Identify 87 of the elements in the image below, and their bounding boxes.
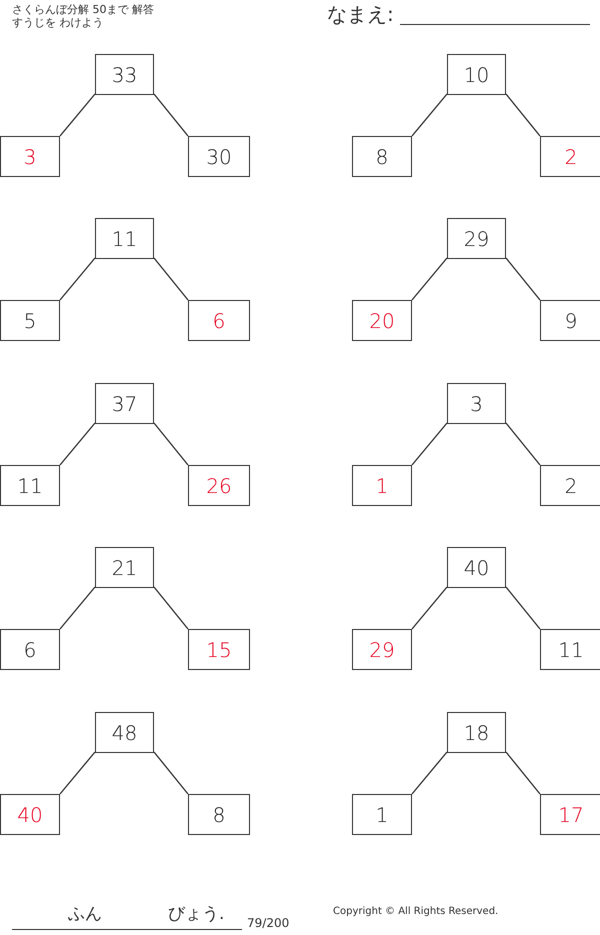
label-text: ふん — [68, 905, 102, 924]
number: 33 — [112, 62, 138, 86]
number-box — [95, 547, 154, 588]
answer-number: 2 — [564, 144, 578, 168]
branch-line — [412, 422, 448, 466]
number: 11 — [558, 638, 584, 662]
answer-number: 40 — [17, 802, 43, 826]
branch-line — [506, 422, 540, 466]
number-box — [540, 794, 600, 835]
number-box — [447, 712, 506, 753]
answer-number: 20 — [369, 308, 395, 332]
number: 8 — [376, 144, 388, 168]
branch-line — [60, 94, 96, 136]
label-text: 79/200 — [247, 917, 290, 930]
number-box — [188, 465, 250, 506]
number: 3 — [470, 392, 483, 416]
number-box — [540, 629, 600, 670]
number: 5 — [24, 308, 36, 332]
label-text: すうじを わけよう — [12, 17, 104, 30]
branch-line — [60, 752, 96, 794]
number-box — [352, 300, 412, 341]
answer-number: 3 — [24, 144, 36, 168]
label-text: なまえ: — [327, 3, 394, 25]
branch-line — [412, 752, 448, 794]
number-box — [188, 136, 250, 177]
number: 10 — [464, 62, 490, 86]
number: 1 — [376, 802, 388, 826]
branch-line — [60, 422, 96, 466]
number: 11 — [17, 474, 43, 498]
number-box — [0, 300, 60, 341]
label-text: Copyright © All Rights Reserved. — [333, 906, 498, 917]
number-box — [540, 136, 600, 177]
number-box — [0, 794, 60, 835]
number-box — [447, 383, 506, 424]
answer-number: 6 — [212, 308, 226, 332]
number-box — [540, 300, 600, 341]
number-box — [352, 136, 412, 177]
number: 2 — [564, 474, 578, 498]
branch-line — [412, 258, 448, 300]
label-text: びょう. — [168, 905, 224, 924]
branch-line — [60, 258, 96, 300]
number-box — [95, 383, 154, 424]
number: 9 — [564, 308, 578, 332]
branch-line — [154, 258, 188, 300]
number-box — [352, 465, 412, 506]
number-box — [447, 54, 506, 95]
number-box — [95, 712, 154, 753]
branch-line — [412, 586, 448, 630]
number-box — [0, 465, 60, 506]
branch-line — [506, 752, 540, 794]
branch-line — [412, 94, 448, 136]
number: 40 — [464, 556, 490, 580]
answer-number: 15 — [206, 638, 232, 662]
branch-line — [506, 258, 540, 300]
number-box — [352, 629, 412, 670]
number-box — [352, 794, 412, 835]
number-box — [0, 136, 60, 177]
number: 6 — [24, 638, 36, 662]
number: 18 — [464, 720, 490, 744]
answer-number: 26 — [206, 474, 232, 498]
number-box — [95, 54, 154, 95]
branch-line — [506, 586, 540, 630]
branch-line — [154, 94, 188, 136]
number-box — [447, 547, 506, 588]
worksheet-title: さくらんぼ分解 50まで 解答 — [12, 4, 154, 16]
number-box — [188, 794, 250, 835]
answer-number: 29 — [369, 638, 395, 662]
branch-line — [60, 586, 96, 630]
answer-number: 1 — [376, 474, 388, 498]
number: 48 — [112, 720, 138, 744]
number-box — [0, 629, 60, 670]
number-box — [188, 629, 250, 670]
number-box — [188, 300, 250, 341]
number-box — [540, 465, 600, 506]
number: 21 — [112, 556, 138, 580]
number: 8 — [212, 802, 226, 826]
branch-line — [506, 94, 540, 136]
number: 37 — [112, 392, 138, 416]
branch-line — [154, 422, 188, 466]
branch-line — [154, 752, 188, 794]
number: 30 — [206, 144, 232, 168]
number-box — [95, 218, 154, 259]
branch-line — [154, 586, 188, 630]
answer-number: 17 — [558, 802, 584, 826]
number: 29 — [464, 226, 490, 250]
number-box — [447, 218, 506, 259]
number: 11 — [112, 226, 138, 250]
